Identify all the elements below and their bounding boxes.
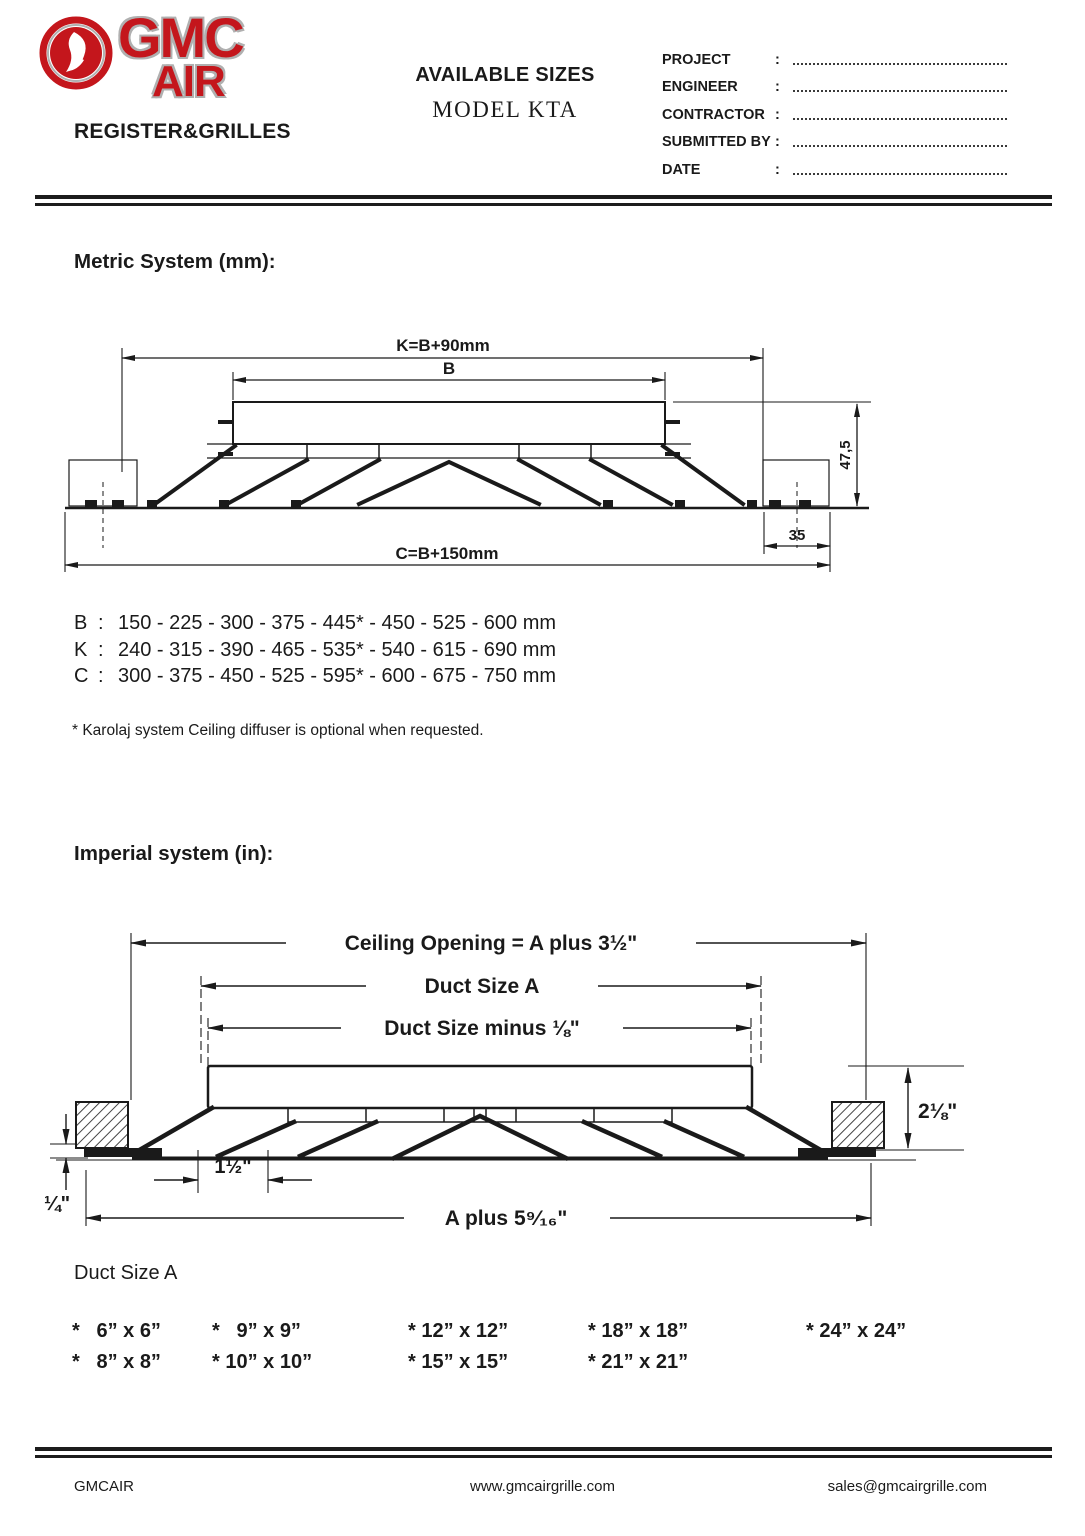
imperial-heading: Imperial system (in): bbox=[74, 842, 274, 865]
brand-name-bottom: AIR bbox=[152, 56, 226, 106]
metric-dim-k-label: K=B+90mm bbox=[396, 336, 490, 355]
size-label: C bbox=[74, 665, 89, 687]
footer-brand: GMCAIR bbox=[74, 1478, 134, 1495]
form-label: DATE bbox=[662, 161, 701, 178]
form-label: SUBMITTED BY bbox=[662, 134, 771, 151]
duct-size-row: * 8” x 8” * 10” x 10” * 15” x 15” * 21” … bbox=[72, 1351, 1032, 1382]
imperial-diagram: Ceiling Opening = A plus 3½" Duct Size A… bbox=[44, 932, 964, 1230]
imperial-dimension-lines bbox=[50, 933, 964, 1226]
imperial-dim-height-label: 2⅛" bbox=[918, 1100, 957, 1123]
duct-size-cell: * 18” x 18” bbox=[588, 1320, 689, 1342]
form-fill-line bbox=[793, 89, 1007, 93]
duct-size-table: * 6” x 6” * 9” x 9” * 12” x 12” * 18” x … bbox=[72, 1320, 1032, 1382]
imperial-dim-quarter-label: ¼" bbox=[44, 1193, 70, 1215]
metric-dim-height-label: 47,5 bbox=[837, 440, 854, 469]
doc-title: AVAILABLE SIZES bbox=[415, 64, 595, 86]
duct-size-cell: * 9” x 9” bbox=[212, 1320, 301, 1342]
metric-dim-b-label: B bbox=[443, 359, 455, 378]
imperial-dim-ceiling-label: Ceiling Opening = A plus 3½" bbox=[345, 932, 638, 955]
duct-size-cell: * 6” x 6” bbox=[72, 1320, 161, 1342]
imperial-profile-body bbox=[56, 1064, 916, 1161]
form-fill-line bbox=[793, 62, 1007, 65]
duct-size-cell: * 12” x 12” bbox=[408, 1320, 509, 1342]
duct-size-cell: * 15” x 15” bbox=[408, 1351, 509, 1373]
metric-size-line-b: B : 150 - 225 - 300 - 375 - 445* - 450 -… bbox=[74, 610, 556, 637]
metric-heading: Metric System (mm): bbox=[74, 250, 276, 273]
duct-size-cell bbox=[806, 1351, 1032, 1382]
form-row-contractor: CONTRACTOR : bbox=[662, 95, 1007, 123]
size-values: 300 - 375 - 450 - 525 - 595* - 600 - 675… bbox=[118, 665, 557, 687]
brand-logo-icon bbox=[39, 16, 113, 90]
metric-dim-c-label: C=B+150mm bbox=[395, 544, 498, 563]
duct-size-cell: * 24” x 24” bbox=[806, 1320, 907, 1342]
imperial-vanes bbox=[132, 1104, 828, 1162]
footer-website: www.gmcairgrille.com bbox=[469, 1478, 616, 1495]
metric-footnote: * Karolaj system Ceiling diffuser is opt… bbox=[72, 722, 484, 739]
brand-name-top: GMC bbox=[118, 6, 245, 69]
metric-size-list: B : 150 - 225 - 300 - 375 - 445* - 450 -… bbox=[74, 610, 556, 690]
duct-size-cell: * 8” x 8” bbox=[72, 1351, 161, 1373]
brand-subtitle: REGISTER&GRILLES bbox=[74, 120, 291, 143]
form-label: CONTRACTOR bbox=[662, 106, 765, 123]
imperial-dim-minus-label: Duct Size minus ⅛" bbox=[384, 1017, 580, 1040]
metric-base-clips bbox=[85, 500, 811, 507]
form-label: ENGINEER bbox=[662, 79, 738, 96]
form-fill-line bbox=[793, 117, 1007, 120]
footer-divider bbox=[35, 1447, 1052, 1458]
brand-logo: GMC AIR bbox=[38, 6, 245, 106]
doc-model: MODEL KTA bbox=[432, 97, 578, 122]
size-label: K bbox=[74, 638, 88, 661]
duct-size-title: Duct Size A bbox=[74, 1262, 178, 1284]
imperial-dim-duct-label: Duct Size A bbox=[425, 975, 540, 998]
duct-size-cell: * 10” x 10” bbox=[212, 1351, 313, 1373]
metric-size-line-k: K : 240 - 315 - 390 - 465 - 535* - 540 -… bbox=[74, 637, 556, 664]
project-form: PROJECT : ENGINEER : CONTRACTOR : SUBMIT… bbox=[662, 40, 1007, 178]
form-colon: : bbox=[775, 106, 780, 123]
form-row-engineer: ENGINEER : bbox=[662, 68, 1007, 96]
size-label: B bbox=[74, 612, 88, 634]
document-titles: AVAILABLE SIZES MODEL KTA bbox=[372, 64, 638, 123]
metric-vanes bbox=[152, 443, 746, 507]
size-values: 240 - 315 - 390 - 465 - 535* - 540 - 615… bbox=[118, 638, 557, 661]
duct-size-row: * 6” x 6” * 9” x 9” * 12” x 12” * 18” x … bbox=[72, 1320, 1032, 1351]
metric-size-line-c: C : 300 - 375 - 450 - 525 - 595* - 600 -… bbox=[74, 663, 556, 690]
header-divider bbox=[35, 195, 1052, 206]
metric-diagram: K=B+90mm B 47,5 35 C=B+150mm bbox=[64, 336, 871, 572]
form-colon: : bbox=[775, 161, 780, 178]
size-separator: : bbox=[98, 638, 104, 661]
imperial-ledges bbox=[84, 1148, 876, 1157]
imperial-dim-aplus-label: A plus 5⁹⁄₁₆" bbox=[445, 1207, 568, 1230]
metric-dim-35-label: 35 bbox=[789, 527, 806, 544]
form-fill-line bbox=[793, 144, 1007, 148]
form-colon: : bbox=[775, 79, 780, 96]
imperial-dim-spacing-label: 1½" bbox=[214, 1156, 251, 1178]
metric-dimension-lines bbox=[64, 348, 871, 572]
footer-email: sales@gmcairgrille.com bbox=[827, 1478, 987, 1495]
form-colon: : bbox=[775, 51, 780, 68]
form-fill-line bbox=[793, 172, 1007, 175]
brand-logo-text: GMC AIR bbox=[118, 6, 245, 106]
form-label: PROJECT bbox=[662, 51, 731, 68]
size-separator: : bbox=[98, 612, 104, 634]
size-values: 150 - 225 - 300 - 375 - 445* - 450 - 525… bbox=[118, 612, 557, 634]
form-row-date: DATE : bbox=[662, 150, 1007, 178]
form-row-project: PROJECT : bbox=[662, 40, 1007, 68]
form-colon: : bbox=[775, 134, 780, 151]
metric-profile-body bbox=[65, 401, 869, 548]
duct-size-cell: * 21” x 21” bbox=[588, 1351, 689, 1373]
form-row-submitted-by: SUBMITTED BY : bbox=[662, 123, 1007, 151]
size-separator: : bbox=[98, 665, 104, 687]
